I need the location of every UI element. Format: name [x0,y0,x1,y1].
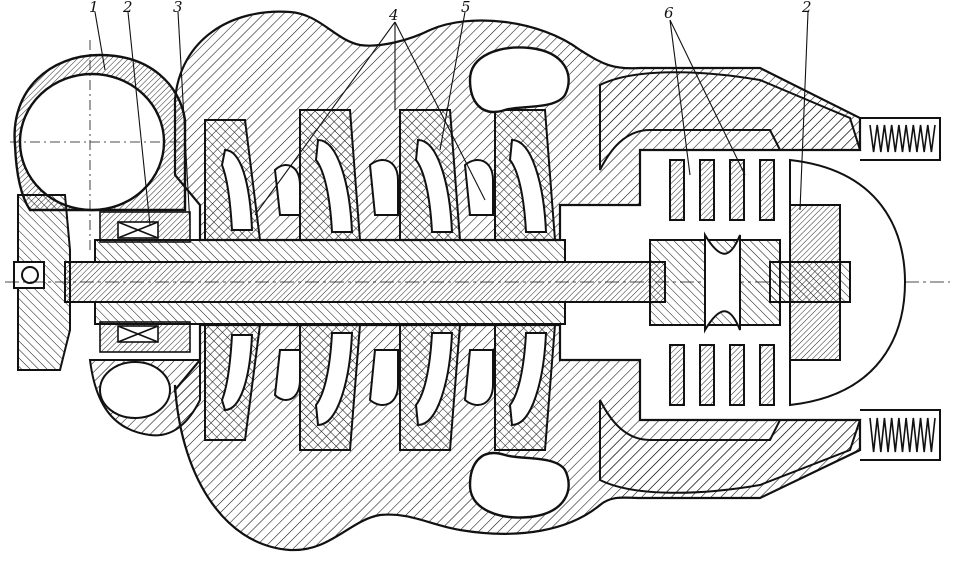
impeller-stages [204,109,557,451]
turbine-section [599,71,941,494]
callout-2-left: 2 [123,0,133,16]
callout-6: 6 [664,4,674,22]
left-bearing-seal [99,211,191,353]
bellows [869,124,936,453]
left-end-cover [13,194,201,437]
discharge-volutes [468,46,570,519]
callout-1: 1 [89,0,99,16]
leader-lines [94,11,809,226]
inlet-volute [10,40,187,250]
callout-3: 3 [173,0,183,16]
callout-5: 5 [461,0,471,16]
callout-2-right: 2 [802,0,812,16]
rotor-shaft [5,239,950,325]
callout-4: 4 [389,6,399,24]
